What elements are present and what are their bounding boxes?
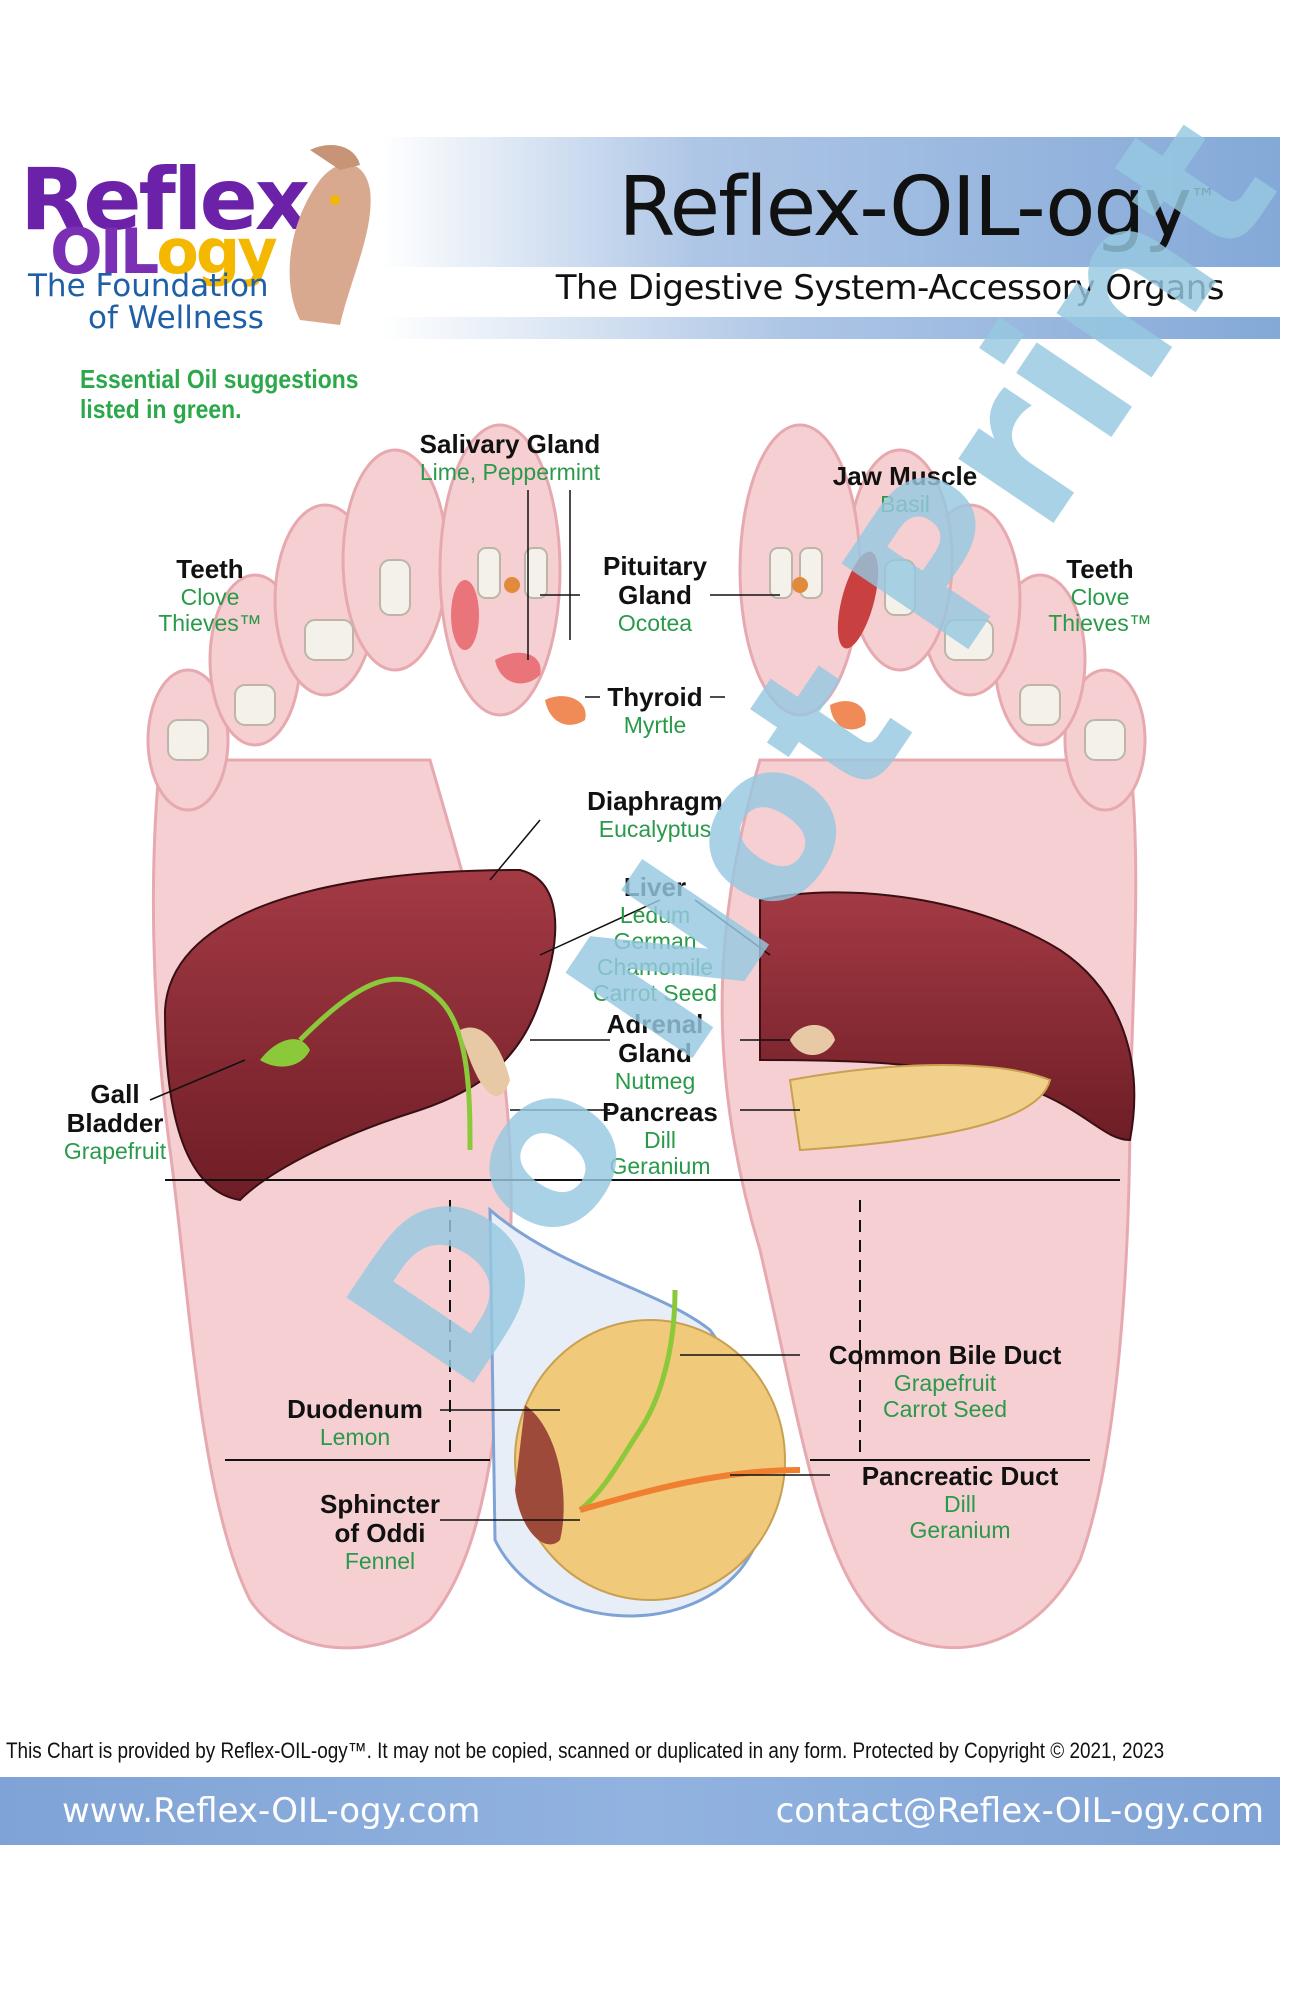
thyroid-label: Thyroid Myrtle	[607, 682, 703, 739]
salivary-gland-label: Salivary Gland Lime, Peppermint	[419, 429, 601, 486]
teeth-icons	[167, 547, 1126, 761]
email-link[interactable]: contact@Reflex-OIL-ogy.com	[775, 1791, 1264, 1831]
diaphragm-label: Diaphragm Eucalyptus	[587, 786, 723, 843]
logo-foot-photo	[289, 145, 371, 325]
page-subtitle: The Digestive System-Accessory Organs	[555, 268, 1225, 308]
logo-tagline-2: of Wellness	[88, 300, 264, 336]
adrenal-gland-label: Adrenal Gland Nutmeg	[606, 1009, 704, 1095]
common-bile-duct-label: Common Bile Duct Grapefruit Carrot Seed	[828, 1340, 1062, 1423]
logo-reflex: Reflex	[20, 150, 310, 250]
sphincter-of-oddi-label: Sphincter of Oddi Fennel	[320, 1489, 440, 1575]
website-link[interactable]: www.Reflex-OIL-ogy.com	[62, 1791, 481, 1831]
liver-right	[759, 891, 1136, 1152]
magnified-inset	[488, 1206, 801, 1618]
pituitary-gland-label: Pituitary Gland Ocotea	[602, 551, 708, 637]
subtitle-banner	[380, 317, 1280, 339]
pancreas-label: Pancreas Dill Geranium	[602, 1097, 718, 1180]
logo-oilogy: OILogy	[50, 215, 278, 288]
foot-reflexology-diagram	[146, 423, 1147, 1650]
liver-label: Liver Ledum German Chamomile Carrot Seed	[592, 872, 717, 1007]
zone-lines	[165, 1179, 1120, 1461]
logo-tagline-1: The Foundation	[28, 268, 269, 304]
gall-bladder-label: Gall Bladder Grapefruit	[63, 1079, 167, 1165]
header-banner	[380, 137, 1280, 267]
copyright-notice: This Chart is provided by Reflex-OIL-ogy…	[6, 1738, 1165, 1763]
page-title: Reflex-OIL-ogy™	[618, 160, 1216, 255]
teeth-right-label: Teeth Clove Thieves™	[1048, 554, 1152, 637]
footer-banner	[0, 1777, 1280, 1845]
teeth-left-label: Teeth Clove Thieves™	[158, 554, 262, 637]
liver-left	[163, 868, 557, 1202]
duodenum-label: Duodenum Lemon	[287, 1394, 423, 1451]
leader-lines	[149, 490, 830, 1521]
gland-icons	[451, 551, 879, 730]
jaw-muscle-label: Jaw Muscle Basil	[832, 461, 978, 518]
pancreatic-duct-label: Pancreatic Duct Dill Geranium	[861, 1461, 1059, 1544]
